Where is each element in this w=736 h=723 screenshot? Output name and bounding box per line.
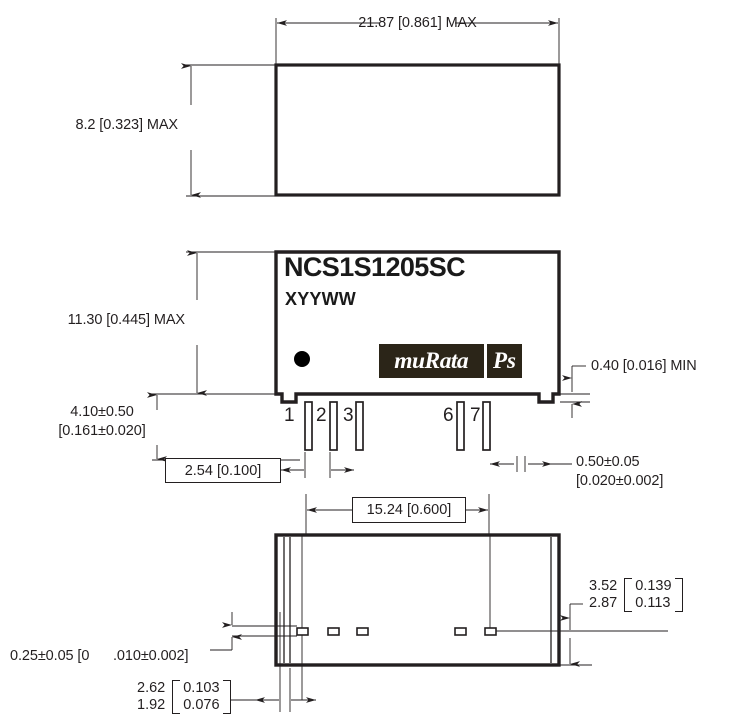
dim-label-pad-offset-top: 3.52 [589, 578, 618, 594]
dim-label-pad-offset: 3.52 2.87 0.139 0.113 [589, 578, 683, 613]
dim-label-edge-offset: 2.62 1.92 0.103 0.076 [137, 680, 231, 715]
murata-logo: muRata [379, 344, 484, 378]
dim-label-lead-length: 4.10±0.50 [70, 404, 134, 420]
bottom-view-pad-6 [454, 627, 467, 636]
dim-label-row-spacing: 15.24 [0.600] [352, 497, 466, 523]
top-view-body-outline [274, 63, 561, 197]
part-number-label: NCS1S1205SC [284, 252, 466, 282]
pin-lead-6 [456, 401, 465, 451]
pin-number-2: 2 [316, 405, 327, 426]
dim-label-pad-offset-top-inch: 0.139 [635, 578, 672, 594]
dim-label-lead-thickness: 0.50±0.05 [576, 454, 640, 470]
dim-label-side-height-max: 11.30 [0.445] MAX [67, 312, 185, 328]
dim-label-pin-pitch: 2.54 [0.100] [165, 458, 281, 483]
bottom-view-pad-7 [484, 627, 497, 636]
pin-number-6: 6 [443, 405, 454, 426]
pin-lead-3 [355, 401, 364, 451]
pin-lead-1 [304, 401, 313, 451]
dim-label-lead-length-inch: [0.161±0.020] [58, 423, 146, 439]
date-code-label: XYYWW [285, 289, 356, 309]
dim-label-edge-top-inch: 0.103 [183, 680, 220, 696]
dim-label-edge-bottom: 1.92 [137, 697, 166, 714]
bracket-left-pad-offset [624, 578, 633, 613]
bottom-view-pad-1 [296, 627, 309, 636]
pin-lead-2 [329, 401, 338, 451]
side-view-body-outline [274, 250, 561, 404]
pin-number-3: 3 [343, 405, 354, 426]
dim-label-lead-thickness-inch: [0.020±0.002] [576, 473, 664, 489]
pin-number-1: 1 [284, 405, 295, 426]
murata-ps-logo: Ps [487, 344, 522, 378]
murata-ps-logo-text: Ps [493, 348, 516, 373]
dim-label-top-height-max: 8.2 [0.323] MAX [75, 117, 179, 133]
pin1-marker-dot [294, 351, 310, 367]
bottom-view-body-outline [274, 533, 561, 667]
dim-label-pad-offset-bottom: 2.87 [589, 595, 618, 612]
dim-label-width-max: 21.87 [0.861] MAX [358, 15, 477, 31]
pin-lead-7 [482, 401, 491, 451]
bracket-left-edge-offset [172, 680, 181, 715]
bottom-view-pad-2 [327, 627, 340, 636]
dim-label-pad-width: 0.25±0.05 [0 [10, 648, 90, 664]
dim-label-edge-top: 2.62 [137, 680, 166, 696]
dim-label-pad-offset-bottom-inch: 0.113 [635, 595, 671, 612]
bottom-view-pad-3 [356, 627, 369, 636]
dim-label-standoff-min: 0.40 [0.016] MIN [591, 358, 697, 374]
bracket-right-pad-offset [674, 578, 683, 613]
dim-label-edge-bottom-inch: 0.076 [183, 697, 220, 714]
murata-logo-text: muRata [394, 348, 469, 373]
dim-label-pad-width-inch: .010±0.002] [113, 648, 189, 664]
pin-number-7: 7 [470, 405, 481, 426]
bracket-right-edge-offset [222, 680, 231, 715]
